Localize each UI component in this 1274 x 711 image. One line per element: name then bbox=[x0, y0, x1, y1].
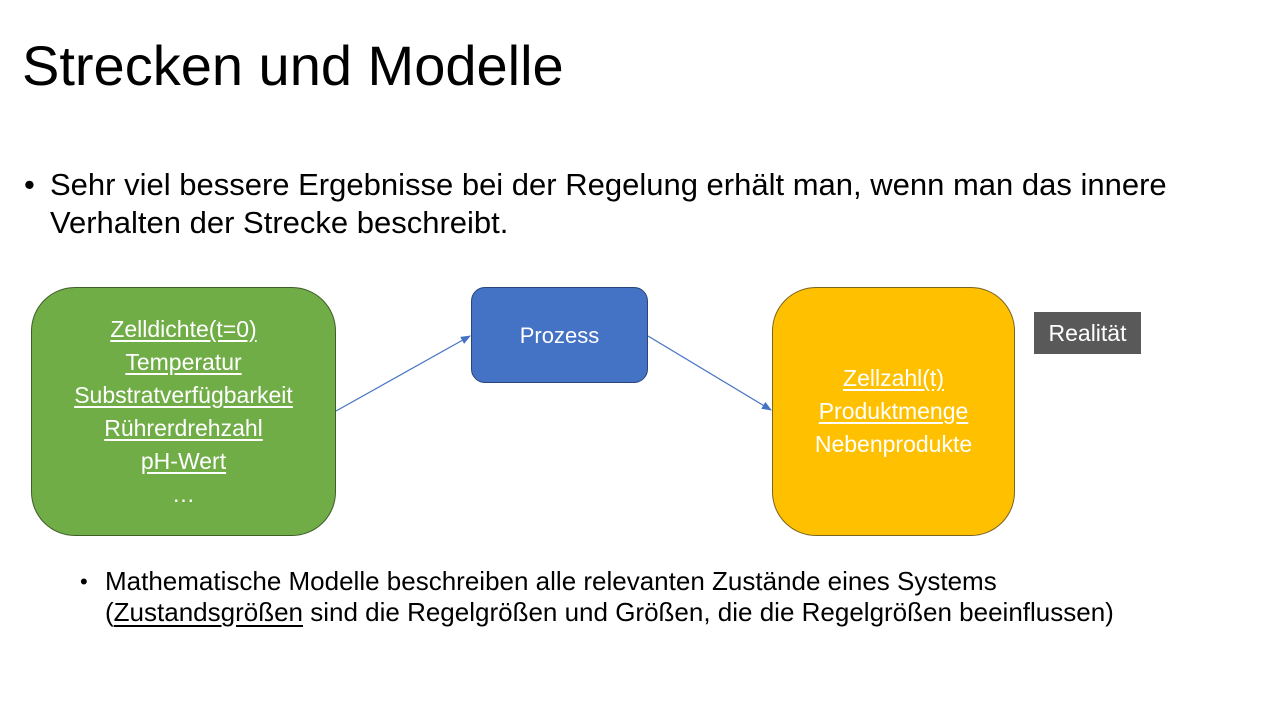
bullet-text: Mathematische Modelle beschreiben alle r… bbox=[105, 566, 1185, 628]
bullet-dot: • bbox=[24, 167, 35, 202]
output-item: Zellzahl(t) bbox=[843, 365, 944, 391]
slide-title: Strecken und Modelle bbox=[22, 34, 564, 97]
process-label: Prozess bbox=[519, 322, 600, 348]
input-item: Substratverfügbarkeit bbox=[74, 381, 293, 408]
input-item: Zelldichte(t=0) bbox=[110, 315, 257, 342]
zustandsgroessen-term: Zustandsgrößen bbox=[113, 597, 303, 627]
process-box: Prozess bbox=[471, 287, 648, 383]
input-item-ellipsis: … bbox=[172, 480, 195, 507]
input-item: pH-Wert bbox=[140, 447, 227, 474]
inputs-box: Zelldichte(t=0) Temperatur Substratverfü… bbox=[31, 287, 336, 536]
output-item: Nebenprodukte bbox=[814, 431, 973, 457]
bullet-dot: • bbox=[80, 569, 88, 594]
input-item: Rührerdrehzahl bbox=[104, 414, 263, 441]
bullet-text-part1: Mathematische Modelle beschreiben alle r… bbox=[105, 566, 997, 627]
bullet-text: Sehr viel bessere Ergebnisse bei der Reg… bbox=[50, 167, 1167, 240]
arrow-process-to-outputs bbox=[647, 335, 772, 411]
output-item: Produktmenge bbox=[818, 398, 969, 424]
arrow-inputs-to-process bbox=[335, 335, 471, 412]
reality-label: Realität bbox=[1034, 312, 1141, 354]
bullet-text-part2: sind die Regelgrößen und Größen, die die… bbox=[303, 597, 1114, 627]
input-item: Temperatur bbox=[125, 348, 242, 375]
outputs-box: Zellzahl(t) Produktmenge Nebenprodukte bbox=[772, 287, 1015, 536]
